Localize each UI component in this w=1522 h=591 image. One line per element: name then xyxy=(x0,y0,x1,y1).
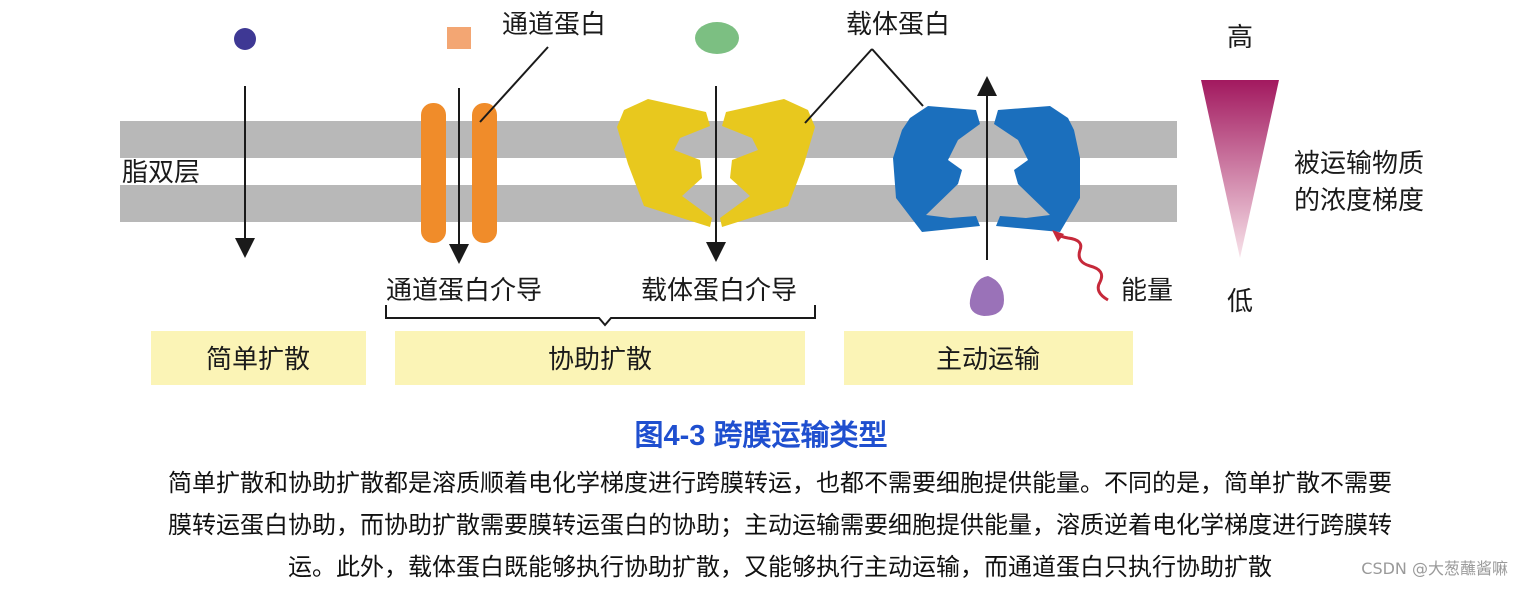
energy-label: 能量 xyxy=(1121,276,1173,306)
active-transport-molecule xyxy=(969,276,1004,316)
simple-diffusion-molecule xyxy=(234,28,256,50)
channel-protein-right xyxy=(472,103,497,243)
facilitated-brace xyxy=(385,305,816,327)
category-active-label: 主动运输 xyxy=(936,345,1040,375)
active-carrier-left xyxy=(893,106,980,232)
active-carrier-right xyxy=(994,106,1080,232)
gradient-description-line2: 的浓度梯度 xyxy=(1294,186,1424,216)
carrier-protein-left xyxy=(617,99,712,227)
category-box-facilitated xyxy=(395,331,805,385)
paragraph-line-1: 简单扩散和协助扩散都是溶质顺着电化学梯度进行跨膜转运，也都不需要细胞提供能量。不… xyxy=(168,469,1392,497)
paragraph-line-2: 膜转运蛋白协助，而协助扩散需要膜转运蛋白的协助；主动运输需要细胞提供能量，溶质逆… xyxy=(168,511,1392,539)
gradient-low-label: 低 xyxy=(1227,287,1253,317)
channel-protein-pointer xyxy=(479,46,549,123)
paragraph-line-3: 运。此外，载体蛋白既能够执行协助扩散，又能够执行主动运输，而通道蛋白只执行协助扩… xyxy=(288,553,1272,581)
carrier-mediated-label: 载体蛋白介导 xyxy=(641,276,797,306)
energy-wave-tip xyxy=(1052,230,1064,242)
membrane-transport-diagram: 脂双层 通道蛋白 载体蛋白 能量 通道蛋白介导 载体蛋白介导 简单扩散 协助扩散… xyxy=(120,10,1424,385)
gradient-triangle xyxy=(1201,80,1279,258)
carrier-pointer-right xyxy=(871,48,924,107)
figure-caption: 图4-3 跨膜运输类型 xyxy=(634,420,888,452)
category-box-simple xyxy=(151,331,366,385)
channel-protein-label: 通道蛋白 xyxy=(502,10,606,40)
watermark: CSDN @大葱蘸酱嘛 xyxy=(1361,559,1508,578)
carrier-molecule xyxy=(695,22,739,54)
category-simple-label: 简单扩散 xyxy=(206,345,310,375)
channel-mediated-label: 通道蛋白介导 xyxy=(386,276,542,306)
carrier-protein-right xyxy=(720,99,815,227)
category-facilitated-label: 协助扩散 xyxy=(548,345,652,375)
category-box-active xyxy=(844,331,1133,385)
gradient-high-label: 高 xyxy=(1227,23,1253,53)
explanation-paragraph: 简单扩散和协助扩散都是溶质顺着电化学梯度进行跨膜转运，也都不需要细胞提供能量。不… xyxy=(70,462,1490,588)
lipid-bilayer-label: 脂双层 xyxy=(122,158,200,188)
carrier-pointer-left xyxy=(804,48,873,124)
channel-molecule xyxy=(447,27,471,49)
carrier-protein-label: 载体蛋白 xyxy=(846,10,950,40)
channel-protein-left xyxy=(421,103,446,243)
energy-wave xyxy=(1055,232,1109,302)
gradient-description-line1: 被运输物质 xyxy=(1294,149,1424,179)
